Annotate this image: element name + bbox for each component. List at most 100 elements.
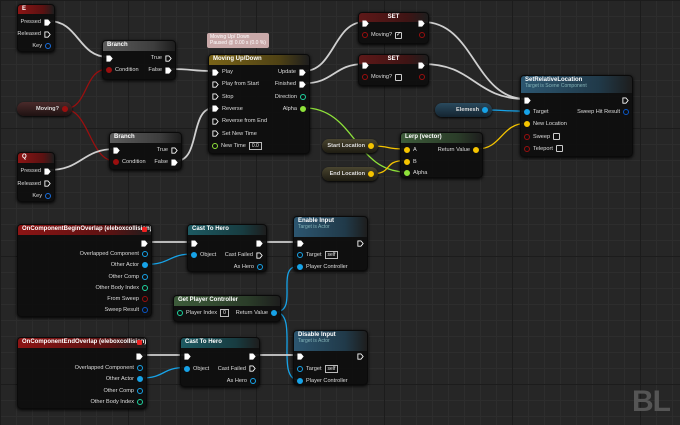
bool-pin-icon[interactable] <box>362 32 368 38</box>
vector-pin-icon[interactable] <box>473 147 479 153</box>
pin-cast-failed[interactable]: Cast Failed <box>225 250 263 260</box>
object-pin-icon[interactable] <box>524 109 530 116</box>
pin-exec[interactable] <box>297 238 304 248</box>
exec-pin-icon[interactable] <box>113 146 120 154</box>
pin-exec[interactable] <box>362 18 369 28</box>
object-pin-icon[interactable] <box>257 264 263 270</box>
bool-pin-icon[interactable] <box>419 32 425 38</box>
object-pin-icon[interactable] <box>142 273 148 280</box>
vector-pin-icon[interactable] <box>404 158 410 165</box>
object-pin-icon[interactable] <box>142 251 148 258</box>
exec-pin-icon[interactable] <box>622 96 629 104</box>
object-pin-icon[interactable] <box>137 376 143 382</box>
pin-exec[interactable] <box>106 53 113 63</box>
pin-return-value[interactable]: Return Value <box>438 145 479 155</box>
exec-pin-icon[interactable] <box>165 54 172 62</box>
bool-pin-icon[interactable] <box>524 133 530 140</box>
pin-object[interactable]: Object <box>184 364 209 374</box>
pin-key[interactable]: Key <box>32 41 51 51</box>
pin-bool[interactable] <box>419 30 425 40</box>
pin-alpha[interactable]: Alpha <box>404 168 427 178</box>
bool-pin-icon[interactable] <box>113 159 119 165</box>
pin-sweep-result[interactable]: Sweep Result <box>104 305 148 315</box>
exec-pin-icon[interactable] <box>106 54 113 62</box>
exec-pin-icon[interactable] <box>297 352 304 360</box>
float-pin-icon[interactable] <box>212 142 218 149</box>
exec-pin-icon[interactable] <box>362 61 369 69</box>
exec-pin-icon[interactable] <box>141 239 148 247</box>
pin-exec[interactable] <box>622 95 629 105</box>
pin-player-controller[interactable]: Player Controller <box>297 376 348 386</box>
struct-pin-icon[interactable] <box>623 109 629 116</box>
int-pin-icon[interactable] <box>300 93 306 100</box>
bool-pin-icon[interactable] <box>362 74 368 80</box>
pin-cast-failed[interactable]: Cast Failed <box>218 364 256 374</box>
exec-pin-icon[interactable] <box>184 352 191 360</box>
node-begin-overlap[interactable]: OnComponentBeginOverlap (eleboxcollision… <box>17 224 152 317</box>
pin-return-value[interactable]: Return Value <box>236 308 277 318</box>
pin-other-actor[interactable]: Other Actor <box>106 374 143 384</box>
pin-as-hero[interactable]: As Hero <box>227 376 256 386</box>
pin-condition[interactable]: Condition <box>113 157 146 167</box>
exec-pin-icon[interactable] <box>136 352 143 360</box>
object-pin-icon[interactable] <box>297 264 303 270</box>
pin-exec[interactable] <box>418 18 425 28</box>
key-pin-icon[interactable] <box>45 43 51 49</box>
exec-pin-icon[interactable] <box>524 96 531 104</box>
variable-end-location[interactable]: End Location <box>322 167 378 181</box>
key-pin-icon[interactable] <box>45 193 51 199</box>
exec-pin-icon[interactable] <box>362 19 369 27</box>
object-pin-icon[interactable] <box>137 387 143 394</box>
pin-exec[interactable] <box>136 351 143 361</box>
pin-value-field[interactable]: 0 <box>220 309 229 317</box>
pin-sweep-hit-result[interactable]: Sweep Hit Result <box>577 107 629 117</box>
pin-b[interactable]: B <box>404 157 417 167</box>
pin-condition[interactable]: Condition <box>106 65 139 75</box>
exec-pin-icon[interactable] <box>249 352 256 360</box>
int-pin-icon[interactable] <box>137 399 143 405</box>
pin-false[interactable]: False <box>154 157 178 167</box>
pin-set-new-time[interactable]: Set New Time <box>212 129 257 139</box>
pin-exec[interactable] <box>524 95 531 105</box>
exec-pin-icon[interactable] <box>165 66 172 74</box>
exec-pin-icon[interactable] <box>212 68 219 76</box>
variable-elemesh[interactable]: Elemesh <box>435 103 492 117</box>
pin-true[interactable]: True <box>157 145 178 155</box>
pin-exec[interactable] <box>418 60 425 70</box>
exec-pin-icon[interactable] <box>171 146 178 154</box>
pin-moving-[interactable]: Moving?✓ <box>362 30 403 40</box>
exec-pin-icon[interactable] <box>418 19 425 27</box>
pin-a[interactable]: A <box>404 145 417 155</box>
exec-pin-icon[interactable] <box>299 68 306 76</box>
vector-pin-icon[interactable] <box>404 147 410 153</box>
checkbox-checked[interactable]: ✓ <box>395 31 403 39</box>
exec-pin-icon[interactable] <box>171 158 178 166</box>
exec-pin-icon[interactable] <box>44 18 51 26</box>
pin-from-sweep[interactable]: From Sweep <box>107 294 148 304</box>
exec-pin-icon[interactable] <box>212 130 219 137</box>
pin-object[interactable]: Object <box>191 250 216 260</box>
pin-other-comp[interactable]: Other Comp <box>104 386 143 396</box>
bool-pin-icon[interactable] <box>419 74 425 80</box>
object-pin-icon[interactable] <box>271 310 277 316</box>
exec-pin-icon[interactable] <box>297 239 304 247</box>
checkbox-unchecked[interactable] <box>395 73 403 81</box>
pin-exec[interactable] <box>256 238 263 248</box>
vector-pin-icon[interactable] <box>368 171 374 177</box>
exec-pin-icon[interactable] <box>249 365 256 372</box>
pin-exec[interactable] <box>357 238 364 248</box>
exec-pin-icon[interactable] <box>212 105 219 112</box>
pin-play-from-start[interactable]: Play from Start <box>212 79 259 89</box>
exec-pin-icon[interactable] <box>44 30 51 38</box>
pin-other-body-index[interactable]: Other Body Index <box>95 283 148 293</box>
pin-alpha[interactable]: Alpha <box>283 104 306 114</box>
exec-pin-icon[interactable] <box>212 118 219 125</box>
